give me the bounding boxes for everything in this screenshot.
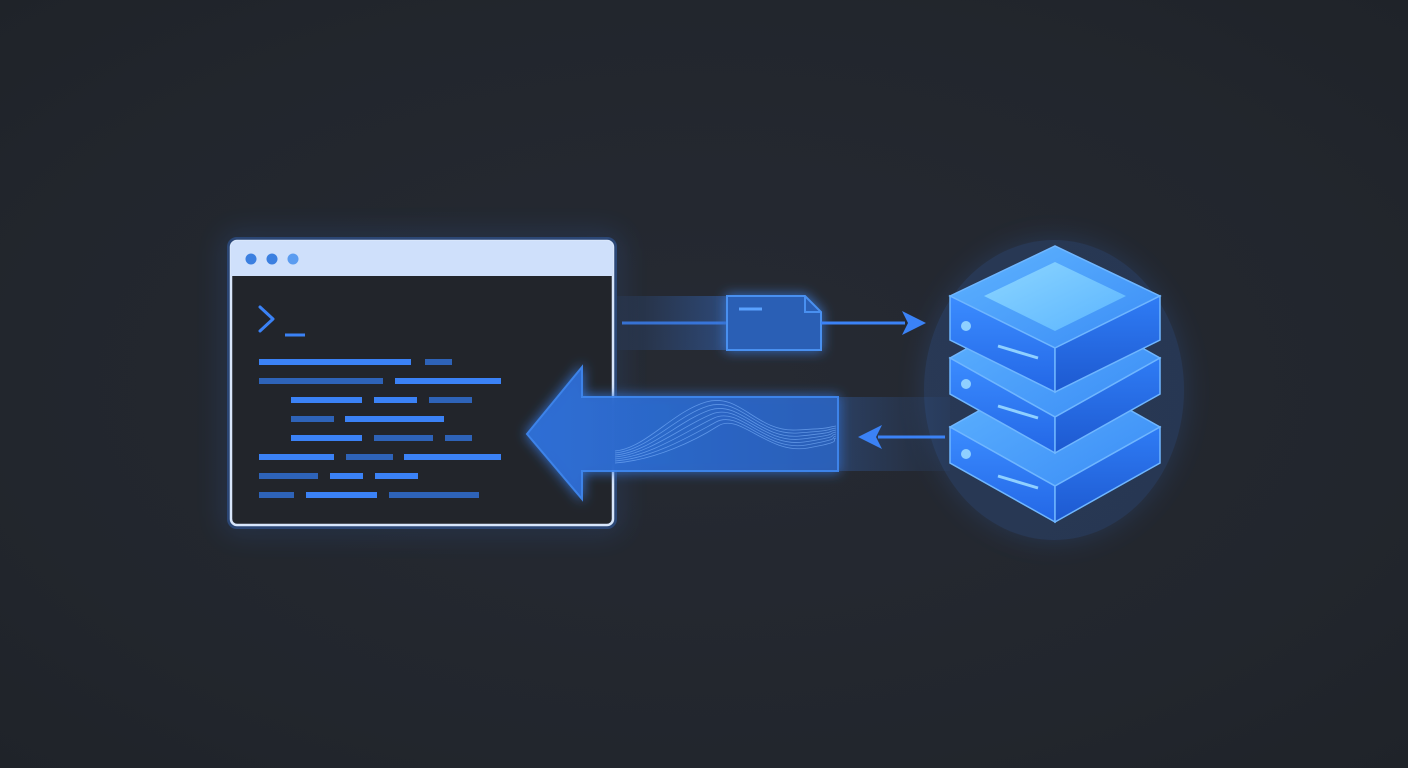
document-icon <box>726 295 822 351</box>
code-line <box>375 473 418 479</box>
waveform <box>614 400 837 464</box>
window-dot-icon[interactable] <box>287 253 299 265</box>
code-line <box>404 454 501 460</box>
server-stack-icon <box>924 240 1184 540</box>
code-line <box>346 454 393 460</box>
code-line <box>374 435 433 441</box>
window-dot-icon[interactable] <box>245 253 257 265</box>
window-dot-icon[interactable] <box>266 253 278 265</box>
code-line <box>395 378 501 384</box>
status-light-icon <box>961 379 971 389</box>
prompt-icon <box>258 305 305 337</box>
arrow-right-icon <box>902 311 926 335</box>
code-line <box>259 378 383 384</box>
response-arrow <box>525 364 839 502</box>
code-line <box>389 492 479 498</box>
code-line <box>330 473 363 479</box>
code-line <box>445 435 472 441</box>
server-unit <box>948 245 1162 394</box>
code-lines <box>259 359 501 498</box>
code-line <box>291 397 362 403</box>
code-line <box>259 359 411 365</box>
code-line <box>306 492 377 498</box>
code-line <box>429 397 472 403</box>
arrow-left-icon <box>858 425 882 449</box>
code-line <box>291 435 362 441</box>
code-line <box>259 492 294 498</box>
code-line <box>345 416 444 422</box>
code-line <box>374 397 417 403</box>
terminal-titlebar <box>231 241 613 276</box>
status-light-icon <box>961 449 971 459</box>
window-controls <box>245 253 299 265</box>
code-line <box>259 473 318 479</box>
code-line <box>425 359 452 365</box>
status-light-icon <box>961 321 971 331</box>
code-line <box>259 454 334 460</box>
request-flow <box>617 295 926 351</box>
terminal-window <box>227 237 617 529</box>
code-line <box>291 416 334 422</box>
